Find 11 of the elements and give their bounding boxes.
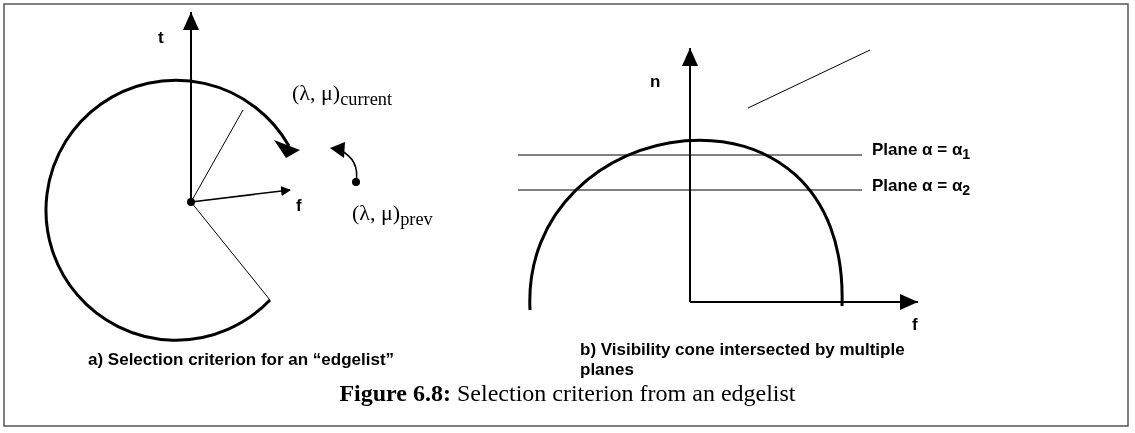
figure-caption: Figure 6.8: Selection criterion from an edgelist: [338, 380, 797, 407]
axis-label: n: [650, 72, 661, 92]
panel-caption: a) Selection criterion for an “edgelist”: [88, 350, 395, 370]
panel-caption: b) Visibility cone intersected by multiple planes: [580, 340, 906, 380]
axis-label: f: [296, 196, 302, 216]
point-label: (λ, μ)$_{prev}$: [352, 200, 433, 231]
axis-label: t: [158, 28, 164, 48]
plane-label: Plane α = α$_{2}$: [872, 176, 971, 199]
axis-label: f: [912, 315, 918, 335]
point-label: (λ, μ)$_{current}$: [292, 80, 393, 111]
plane-label: Plane α = α$_{1}$: [872, 140, 971, 163]
